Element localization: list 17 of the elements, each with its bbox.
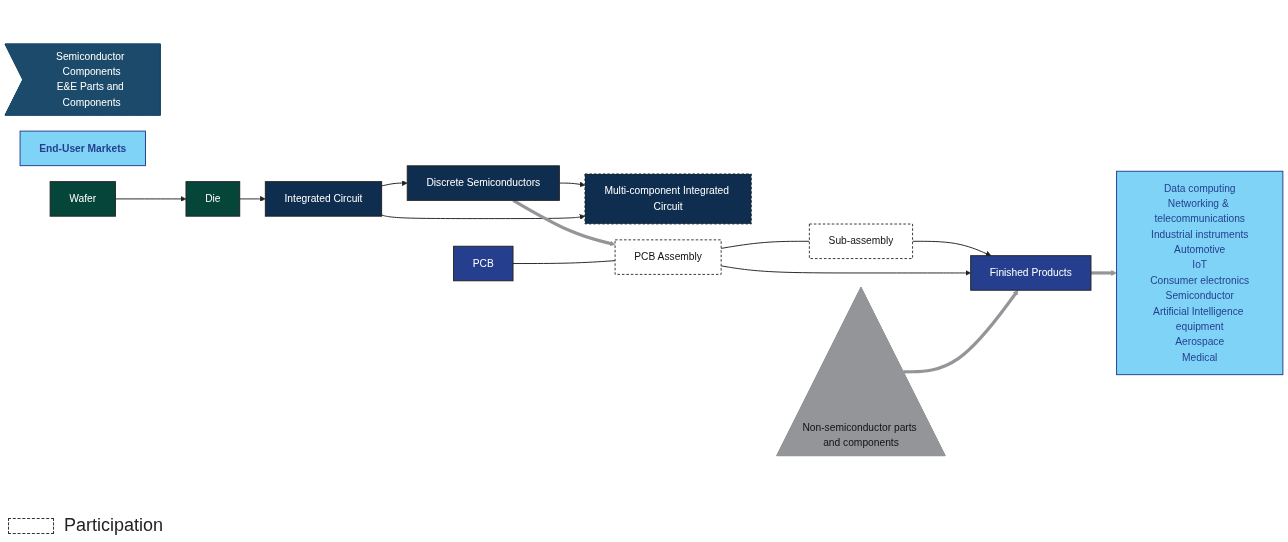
node-box: End-User Markets (19, 130, 146, 167)
connector (720, 240, 810, 249)
node-box: PCB Assembly (614, 239, 722, 276)
node-box: Wafer (49, 181, 116, 217)
node-box: Die (185, 181, 241, 217)
node-box: Integrated Circuit (264, 181, 383, 217)
node-box: Finished Products (970, 255, 1092, 291)
node-box: Sub-assembly (808, 223, 914, 260)
arrow (903, 290, 1019, 374)
arrow (1091, 270, 1117, 276)
node-box: Multi-component Integrated Circuit (584, 173, 752, 225)
arrow (512, 199, 616, 247)
node-box: PCB (453, 245, 514, 282)
legend-text: Participation (64, 515, 164, 536)
connector (512, 260, 616, 265)
node-box: Discrete Semiconductors (406, 165, 560, 201)
node-box: Data computing Networking & telecommunications Industrial instruments Automotive IoT Consumer electronics Semiconductor Artificial Intelligence equipment Aerospace Medical (1116, 170, 1284, 376)
